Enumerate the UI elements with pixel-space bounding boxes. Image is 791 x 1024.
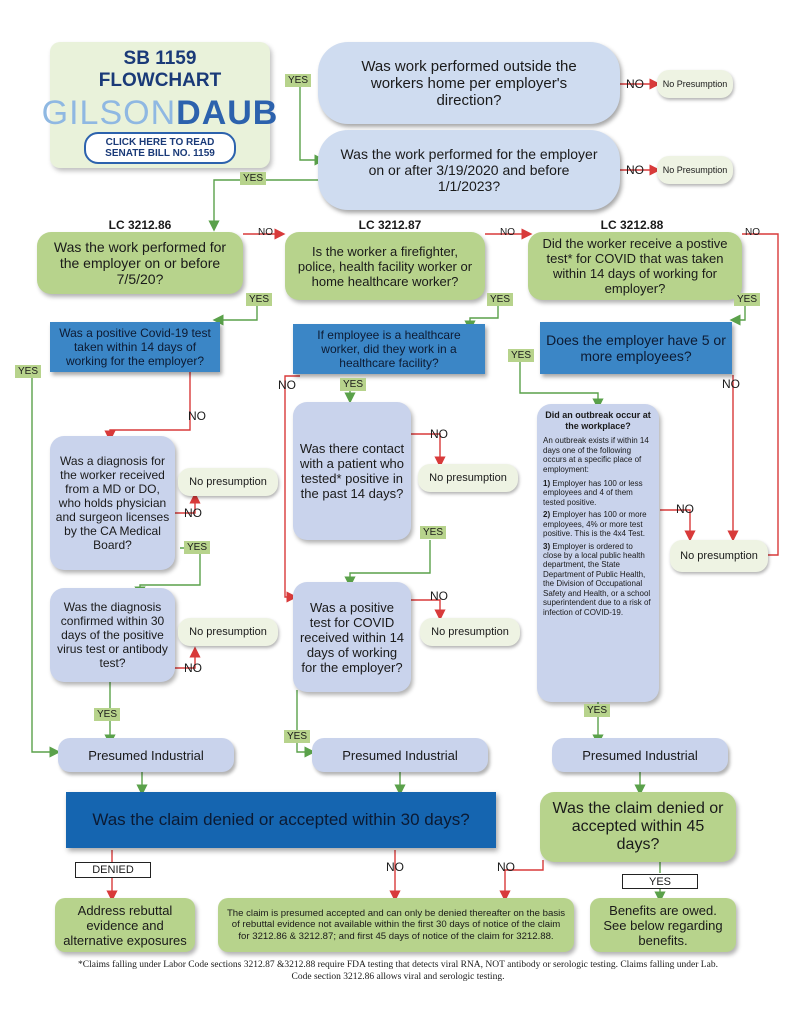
outbreak-criterion-2: 2) Employer has 100 or more employees, 4… — [543, 510, 653, 538]
question-patient-contact: Was there contact with a patient who tes… — [293, 402, 411, 540]
logo-title-line1: SB 1159 — [123, 48, 197, 69]
question-date-range: Was the work performed for the employer … — [318, 130, 620, 210]
yes-label: YES — [284, 730, 311, 743]
question-outside-home: Was work performed outside the workers h… — [318, 42, 620, 124]
yes-label: YES — [246, 293, 273, 306]
outbreak-title: Did an outbreak occur at the workplace? — [545, 410, 651, 431]
footnote: *Claims falling under Labor Code section… — [78, 960, 718, 982]
question-outbreak: Did an outbreak occur at the workplace? … — [537, 404, 659, 702]
criterion-number: 3) — [543, 541, 551, 551]
brand-left: GILSON — [41, 94, 177, 132]
yes-label: YES — [487, 293, 514, 306]
question-md-diagnosis: Was a diagnosis for the worker received … — [50, 436, 175, 570]
no-presumption-result: No presumption — [670, 540, 768, 572]
no-label: NO — [676, 502, 694, 516]
presumed-industrial: Presumed Industrial — [58, 738, 234, 772]
logo-title-line2: FLOWCHART — [98, 70, 222, 91]
yes-label: YES — [240, 172, 267, 185]
yes-label: YES — [508, 349, 535, 362]
question-positive-covid-test: Was a positive test for COVID received w… — [293, 582, 411, 692]
no-label: NO — [497, 860, 515, 874]
no-presumption-result: No presumption — [418, 464, 518, 492]
read-bill-link-line1: CLICK HERE TO READ — [105, 137, 215, 148]
outcome-benefits-owed: Benefits are owed. See below regarding b… — [590, 898, 736, 952]
no-label: NO — [500, 227, 515, 238]
yes-label: YES — [734, 293, 761, 306]
no-label: NO — [722, 377, 740, 391]
outcome-presumed-accepted: The claim is presumed accepted and can o… — [218, 898, 574, 952]
code-3212-87: LC 3212.87 — [358, 218, 422, 232]
no-presumption-result: No presumption — [420, 618, 520, 646]
no-presumption-result: No presumption — [178, 468, 278, 496]
question-worker-type: Is the worker a firefighter, police, hea… — [285, 232, 485, 300]
yes-label: YES — [15, 365, 42, 378]
criterion-text: Employer has 100 or more employees, 4% o… — [543, 510, 647, 539]
yes-label: YES — [584, 704, 611, 717]
no-label: NO — [626, 77, 644, 91]
yes-label: YES — [420, 526, 447, 539]
no-presumption-result: No Presumption — [657, 70, 733, 98]
yes-label: YES — [285, 74, 312, 87]
code-3212-88: LC 3212.88 — [600, 218, 664, 232]
yes-box-label: YES — [622, 874, 698, 889]
question-before-7-5-20: Was the work performed for the employer … — [37, 232, 243, 294]
no-label: NO — [188, 409, 206, 423]
no-label: NO — [258, 227, 273, 238]
yes-label: YES — [340, 378, 367, 391]
outcome-rebuttal: Address rebuttal evidence and alternativ… — [55, 898, 195, 952]
question-five-employees: Does the employer have 5 or more employe… — [540, 322, 732, 374]
question-claim-45-days: Was the claim denied or accepted within … — [540, 792, 736, 862]
presumed-industrial: Presumed Industrial — [552, 738, 728, 772]
outbreak-intro: An outbreak exists if within 14 days one… — [543, 436, 649, 474]
criterion-number: 2) — [543, 510, 551, 520]
no-label: NO — [745, 227, 760, 238]
no-label: NO — [430, 589, 448, 603]
no-label: NO — [184, 506, 202, 520]
no-presumption-result: No Presumption — [657, 156, 733, 184]
no-label: NO — [184, 661, 202, 675]
no-label: NO — [430, 427, 448, 441]
code-3212-86: LC 3212.86 — [108, 218, 172, 232]
no-label: NO — [386, 860, 404, 874]
yes-label: YES — [94, 708, 121, 721]
criterion-text: Employer is ordered to close by a local … — [543, 541, 651, 617]
question-claim-30-days: Was the claim denied or accepted within … — [66, 792, 496, 848]
question-diagnosis-confirmed: Was the diagnosis confirmed within 30 da… — [50, 588, 175, 682]
question-positive-test-14-days: Was a positive Covid-19 test taken withi… — [50, 322, 220, 372]
no-label: NO — [626, 163, 644, 177]
outbreak-criterion-3: 3) Employer is ordered to close by a loc… — [543, 542, 653, 618]
read-bill-link-line2: SENATE BILL NO. 1159 — [105, 148, 215, 159]
denied-label: DENIED — [75, 862, 151, 878]
criterion-number: 1) — [543, 478, 551, 488]
question-positive-test-employer: Did the worker receive a postive test* f… — [528, 232, 742, 300]
yes-label: YES — [184, 541, 211, 554]
no-label: NO — [278, 378, 296, 392]
question-healthcare-facility: If employee is a healthcare worker, did … — [293, 324, 485, 374]
outbreak-criterion-1: 1) Employer has 100 or less employees an… — [543, 479, 653, 507]
read-bill-link[interactable]: CLICK HERE TO READ SENATE BILL NO. 1159 — [84, 132, 236, 164]
presumed-industrial: Presumed Industrial — [312, 738, 488, 772]
criterion-text: Employer has 100 or less employees and 4… — [543, 478, 643, 507]
no-presumption-result: No presumption — [178, 618, 278, 646]
brand-right: DAUB — [176, 94, 279, 132]
